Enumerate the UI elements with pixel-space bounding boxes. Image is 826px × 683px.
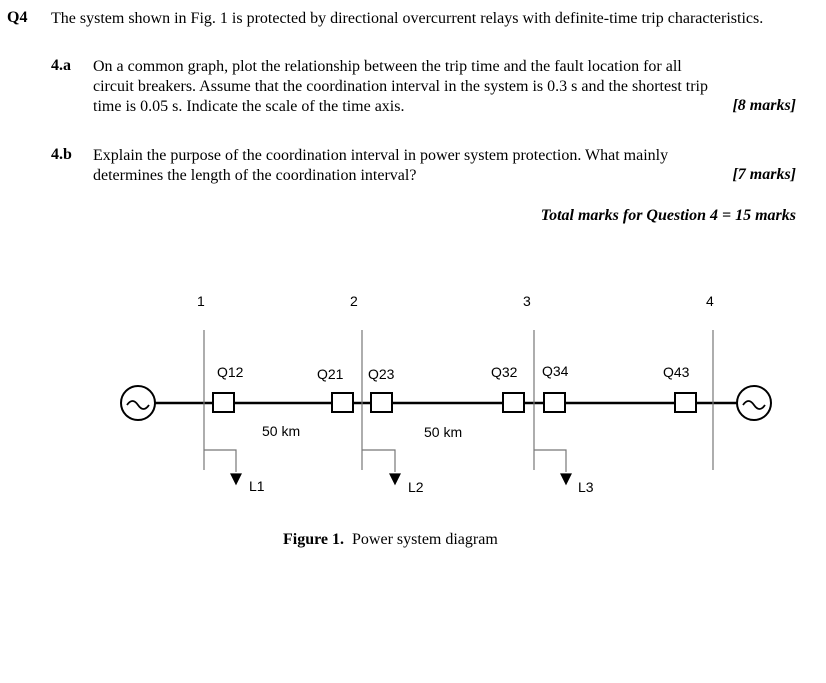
part-b-line1: Explain the purpose of the coordination … [93,147,669,164]
bus-label-3: 3 [523,293,531,309]
part-a-label: 4.a [51,57,71,74]
figure-caption-text: Power system diagram [352,531,498,548]
breaker-q23 [370,392,393,413]
breaker-q43 [674,392,697,413]
load-l2-icon [362,449,401,486]
part-b-marks: [7 marks] [732,166,796,183]
part-b-line2: determines the length of the coordinatio… [93,167,417,184]
breaker-label-q43: Q43 [663,364,690,380]
part-a-line2: circuit breakers. Assume that the coordi… [93,78,708,95]
generator-right-icon [736,385,772,421]
load-label-l3: L3 [578,479,594,495]
breaker-label-q32: Q32 [491,364,518,380]
total-marks: Total marks for Question 4 = 15 marks [540,207,796,224]
part-a-line1: On a common graph, plot the relationship… [93,58,682,75]
generator-left-icon [120,385,156,421]
line-length-1: 50 km [262,423,300,439]
question-number: Q4 [7,9,28,26]
load-l1-icon [204,449,242,486]
question-intro: The system shown in Fig. 1 is protected … [51,10,764,27]
part-a-marks: [8 marks] [732,97,796,114]
breaker-label-q12: Q12 [217,364,244,380]
figure-caption-label: Figure 1. [283,531,345,548]
breaker-q34 [543,392,566,413]
breaker-q12 [212,392,235,413]
load-label-l2: L2 [408,479,424,495]
bus-label-4: 4 [706,293,714,309]
bus-label-2: 2 [350,293,358,309]
breaker-q21 [331,392,354,413]
load-label-l1: L1 [249,478,265,494]
breaker-label-q34: Q34 [542,363,569,379]
line-length-2: 50 km [424,424,462,440]
part-a-line3: time is 0.05 s. Indicate the scale of th… [93,98,405,115]
breaker-label-q21: Q21 [317,366,344,382]
bus-label-1: 1 [197,293,205,309]
part-b-label: 4.b [51,146,72,163]
breaker-label-q23: Q23 [368,366,395,382]
load-l3-icon [534,449,572,486]
breaker-q32 [502,392,525,413]
figure-caption: Figure 1. Power system diagram [283,531,498,549]
